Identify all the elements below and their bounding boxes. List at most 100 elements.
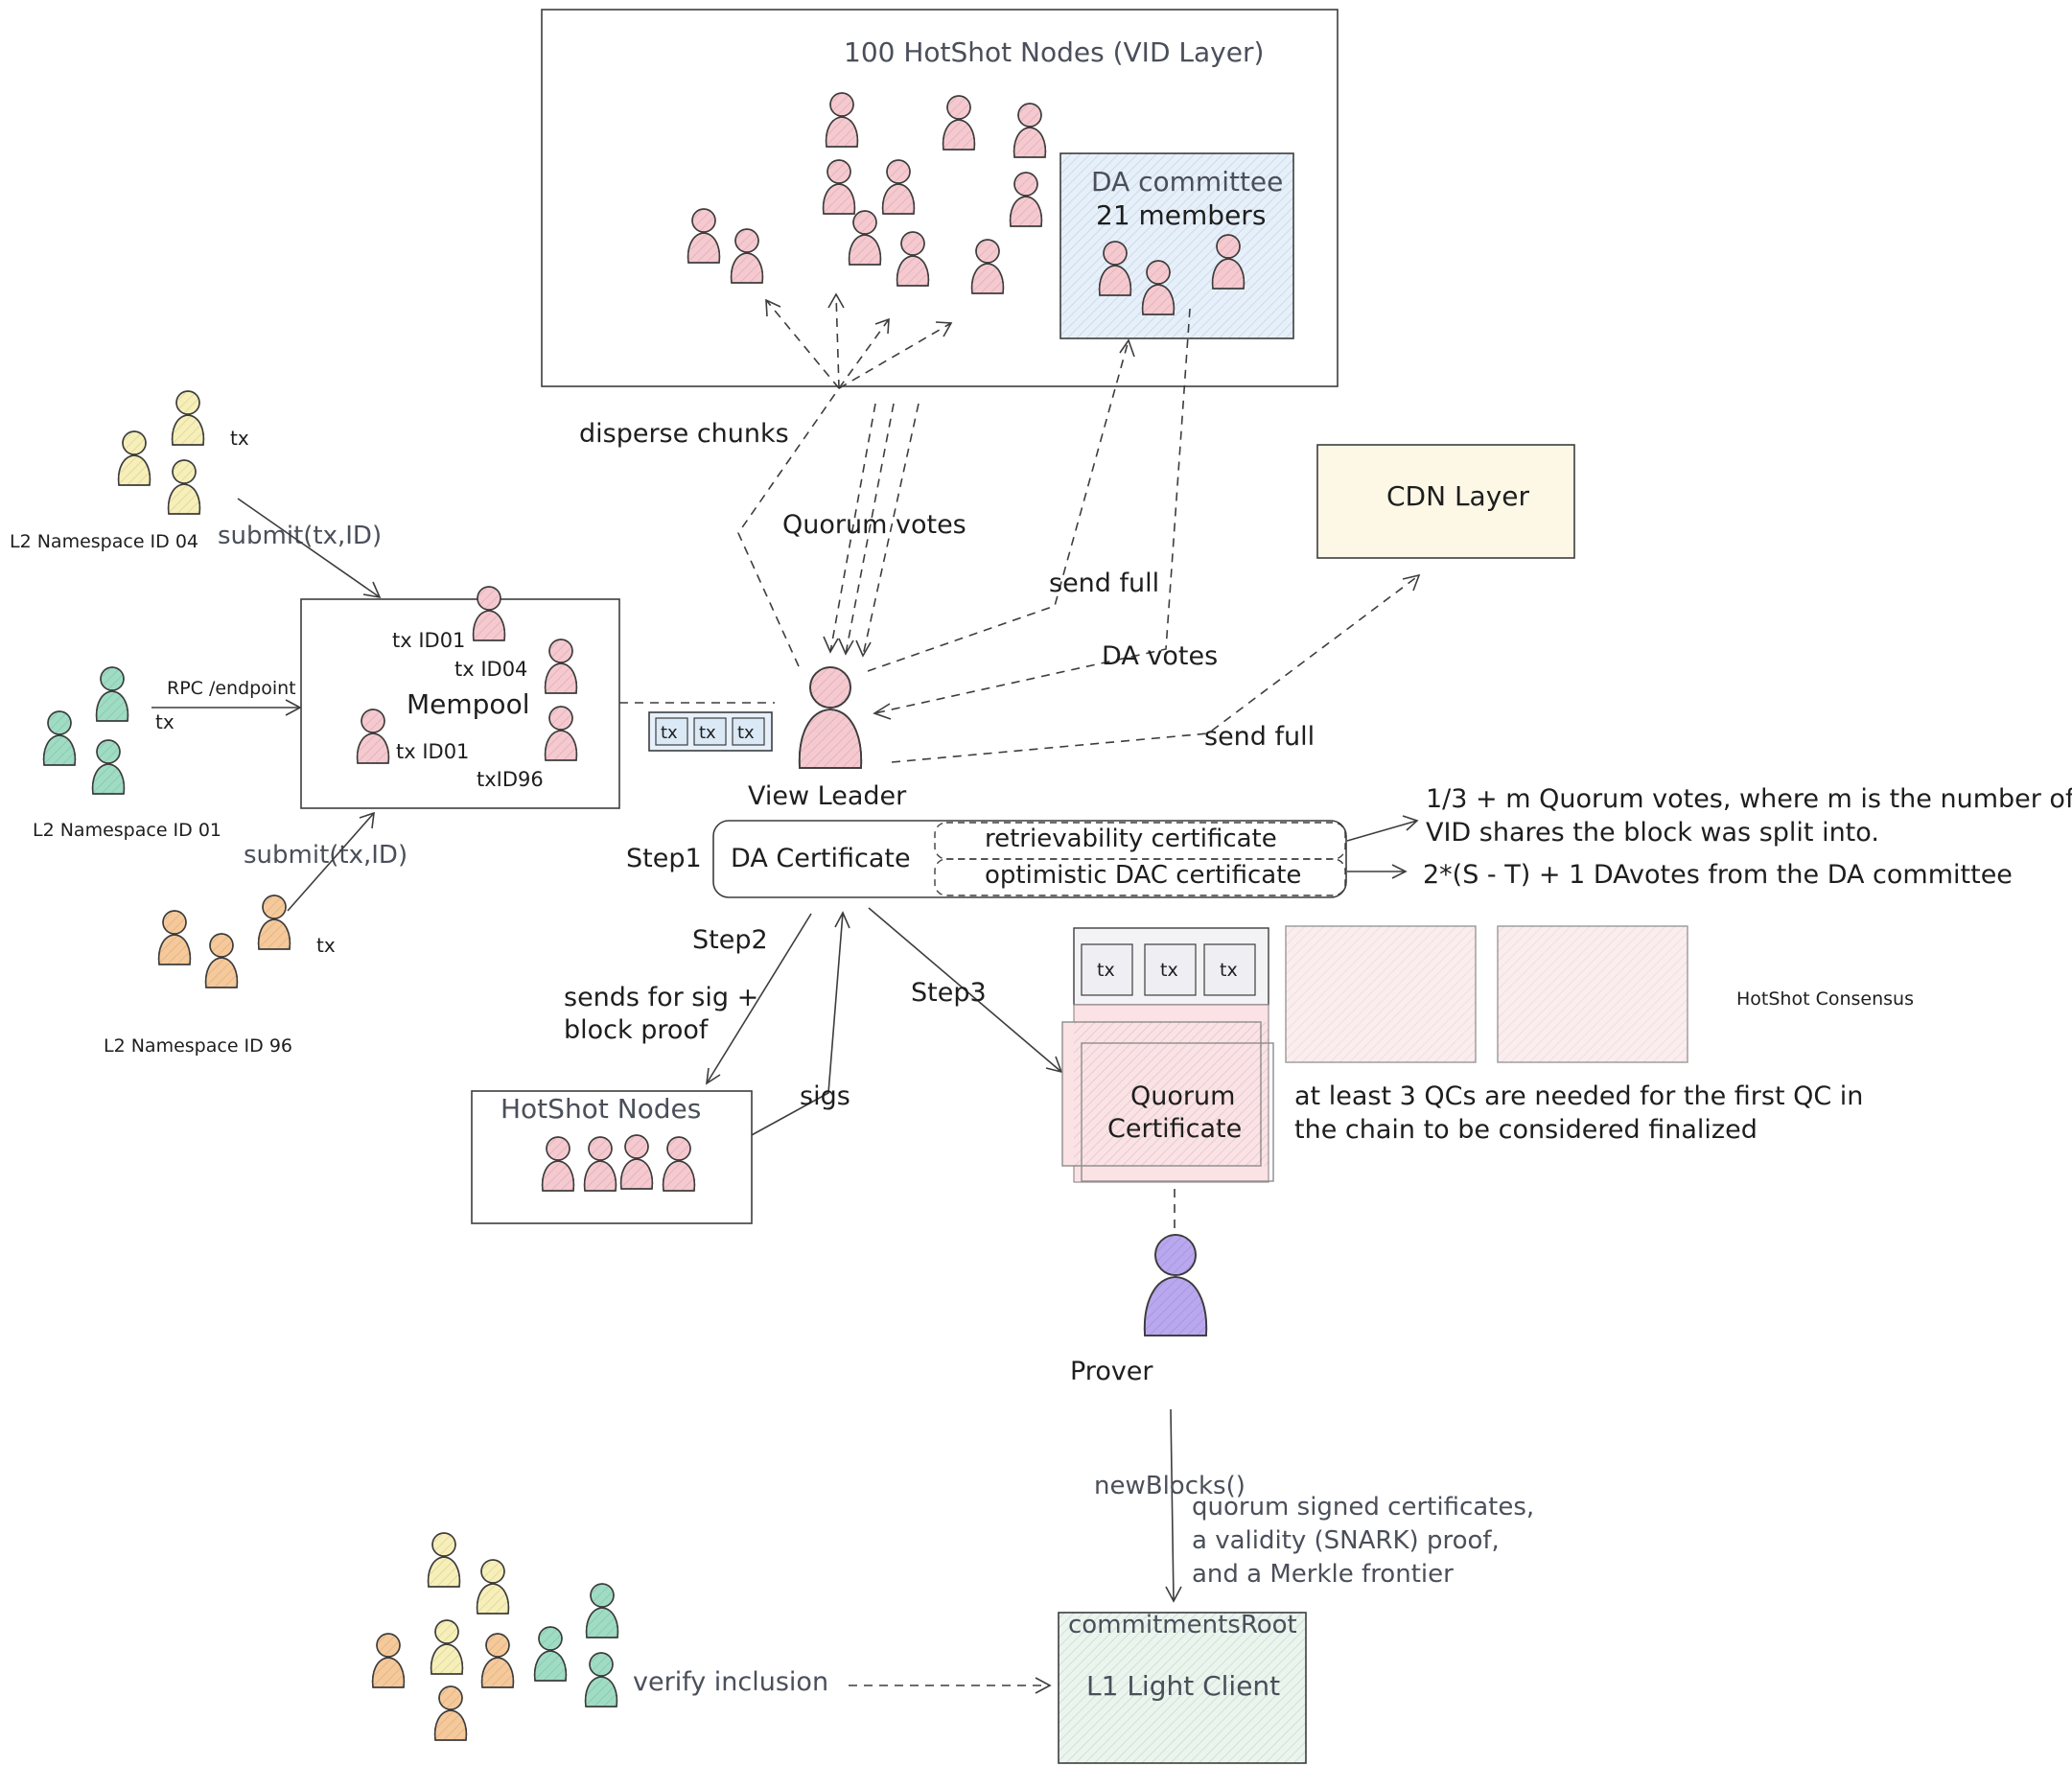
send-full-da-label: send full — [1049, 569, 1159, 598]
hotshot-consensus-group: tx tx tx Quorum Certificate HotShot Cons… — [1061, 925, 1914, 1183]
namespace-01-group: RPC /endpoint tx L2 Namespace ID 01 — [33, 666, 296, 841]
send-full-cdn-label: send full — [1204, 722, 1315, 752]
retrievability-note-line2: VID shares the block was split into. — [1426, 818, 1879, 848]
user-icon — [585, 1583, 619, 1638]
hotshot-consensus-label: HotShot Consensus — [1736, 988, 1914, 1010]
consensus-tx-label: tx — [1097, 960, 1115, 981]
step2-label: Step2 — [692, 925, 768, 955]
mempool-label-4: txID96 — [477, 768, 544, 791]
mempool-title: Mempool — [407, 688, 529, 720]
disperse-chunks-label: disperse chunks — [579, 419, 789, 449]
user-icon — [157, 910, 192, 965]
send-full-da-edge — [867, 338, 1135, 672]
quorum-votes-label: Quorum votes — [782, 510, 966, 540]
commitments-root-label: commitmentsRoot — [1068, 1611, 1297, 1639]
light-client-note-line2: a validity (SNARK) proof, — [1192, 1526, 1500, 1555]
user-icon — [171, 390, 205, 446]
da-committee-title: DA committee — [1091, 166, 1283, 198]
light-client-note-line1: quorum signed certificates, — [1192, 1493, 1534, 1522]
retrievability-note-arrow — [1346, 815, 1419, 842]
user-icon — [167, 459, 201, 515]
ns04-label: L2 Namespace ID 04 — [10, 531, 198, 552]
ns96-submit-label: submit(tx,ID) — [244, 841, 407, 870]
submit-arrow-ns04 — [237, 498, 382, 599]
step2-desc-line1: sends for sig + — [564, 983, 758, 1012]
tx-strip-label: tx — [661, 723, 678, 743]
mempool-label-2: tx ID04 — [454, 658, 527, 681]
sigs-edge — [749, 911, 850, 1137]
qc-label-line1: Quorum — [1130, 1081, 1235, 1111]
send-full-cdn-edge — [891, 573, 1421, 763]
retrievability-note-line1: 1/3 + m Quorum votes, where m is the num… — [1426, 784, 2072, 814]
submit-arrow-ns96 — [287, 811, 375, 912]
verify-inclusion-label: verify inclusion — [633, 1667, 828, 1697]
step2-desc-line2: block proof — [564, 1015, 710, 1045]
view-leader-label: View Leader — [748, 781, 907, 811]
mempool-label-1: tx ID01 — [392, 629, 465, 652]
da-certificate-box: DA Certificate retrievability certificat… — [712, 820, 1347, 898]
da-votes-label: DA votes — [1102, 641, 1218, 671]
ns04-tx-label: tx — [230, 427, 249, 450]
ns01-tx-label: tx — [155, 710, 175, 733]
user-icon — [371, 1633, 406, 1688]
hotshot-nodes-title: HotShot Nodes — [501, 1093, 701, 1125]
user-icon — [257, 895, 291, 950]
qc-note-line2: the chain to be considered finalized — [1294, 1115, 1758, 1145]
user-icon — [584, 1652, 618, 1708]
consensus-tx-label: tx — [1220, 960, 1238, 981]
user-icon — [42, 710, 77, 766]
qc-label-line2: Certificate — [1107, 1114, 1242, 1144]
ns04-submit-label: submit(tx,ID) — [218, 522, 382, 550]
step2-edge — [705, 913, 812, 1085]
ns96-label: L2 Namespace ID 96 — [104, 1035, 292, 1057]
view-leader-icon — [798, 666, 863, 769]
user-icon — [204, 933, 239, 988]
user-icon — [480, 1633, 515, 1688]
quorum-votes-edge — [823, 403, 920, 658]
mempool-box: Mempool tx ID01 tx ID04 tx ID01 txID96 — [300, 586, 620, 809]
user-icon — [476, 1559, 510, 1615]
new-blocks-edge — [1165, 1408, 1182, 1603]
light-client-note-line3: and a Merkle frontier — [1192, 1560, 1454, 1589]
user-icon — [117, 430, 151, 486]
tx-strip-label: tx — [737, 723, 755, 743]
new-blocks-label: newBlocks() — [1094, 1472, 1246, 1500]
consensus-tx-label: tx — [1160, 960, 1178, 981]
prover-icon — [1143, 1234, 1208, 1336]
ns01-rpc-label: RPC /endpoint — [167, 678, 296, 699]
qc-note-line1: at least 3 QCs are needed for the first … — [1294, 1081, 1863, 1111]
mempool-label-3: tx ID01 — [396, 740, 469, 763]
disperse-chunks-edge — [737, 292, 953, 667]
step3-edge — [868, 907, 1063, 1074]
sigs-label: sigs — [800, 1081, 850, 1111]
user-icon — [427, 1532, 461, 1588]
tx-strip-label: tx — [699, 723, 716, 743]
user-icon — [91, 739, 126, 795]
hotshot-nodes-box: HotShot Nodes — [471, 1090, 753, 1224]
step1-label: Step1 — [626, 844, 702, 873]
user-icon — [95, 666, 129, 722]
rpc-arrow-ns01 — [151, 699, 302, 716]
da-committee-box: DA committee 21 members — [1059, 152, 1294, 339]
step3-label: Step3 — [911, 978, 987, 1008]
user-icon — [533, 1626, 568, 1682]
cdn-layer-box: CDN Layer — [1316, 444, 1575, 559]
tx-strip: tx tx tx — [648, 711, 773, 752]
da-committee-members: 21 members — [1096, 199, 1266, 231]
user-icon — [433, 1685, 468, 1741]
optimistic-cert-label: optimistic DAC certificate — [985, 861, 1301, 890]
da-votes-edge — [873, 308, 1191, 720]
namespace-04-group: tx L2 Namespace ID 04 submit(tx,ID) — [10, 390, 382, 552]
optimistic-note: 2*(S - T) + 1 DAvotes from the DA commit… — [1423, 860, 2013, 890]
optimistic-note-arrow — [1347, 864, 1408, 879]
l1-light-client-box: commitmentsRoot L1 Light Client — [1058, 1611, 1307, 1764]
ns01-label: L2 Namespace ID 01 — [33, 820, 221, 841]
vid-layer-title: 100 HotShot Nodes (VID Layer) — [844, 36, 1264, 68]
retrievability-cert-label: retrievability certificate — [985, 825, 1277, 853]
da-certificate-label: DA Certificate — [731, 844, 911, 873]
user-icon — [430, 1619, 464, 1675]
verifier-group — [371, 1532, 619, 1741]
prover-label: Prover — [1070, 1357, 1153, 1386]
